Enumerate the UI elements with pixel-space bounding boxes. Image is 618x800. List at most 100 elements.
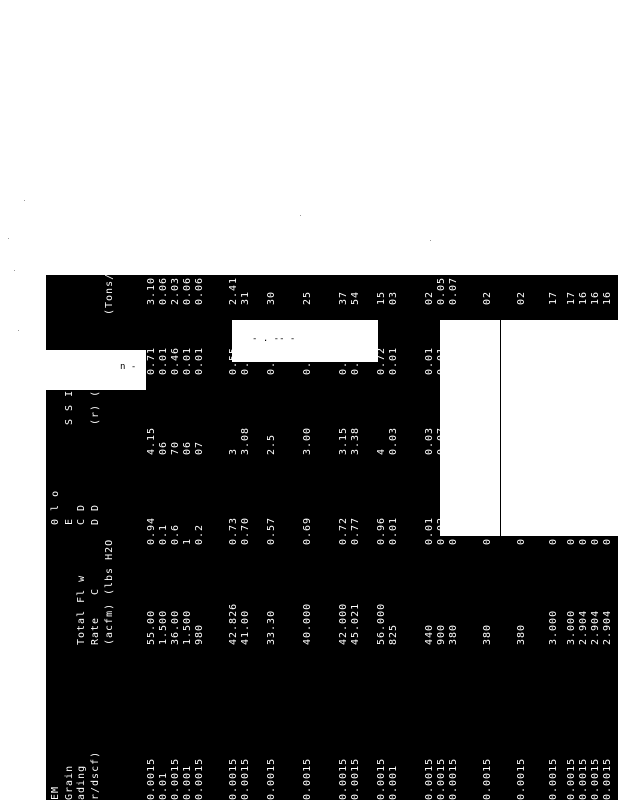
table-cell-grain: 0.0015 [566,757,577,800]
table-cell-flow: 56.000 [376,602,387,645]
table-cell-flow: 440 [424,623,435,645]
table-cell-c6: 17 [548,290,559,305]
table-cell-c5: 0.01 [424,346,435,375]
header-label: (acfm) [104,602,115,645]
scan-patch: n - [46,350,146,390]
table-cell-c6: 16 [602,290,613,305]
table-cell-flow: 980 [194,623,205,645]
table-cell-flow: 380 [516,623,527,645]
header-label: 0 l o [50,489,61,525]
table-cell-c3: 0.77 [350,516,361,545]
table-cell-grain: 0.0015 [436,757,447,800]
table-cell-c6: 2.03 [170,276,181,305]
table-cell-c4: 3.00 [302,426,313,455]
table-cell-grain: 0.0015 [266,757,277,800]
patch-text: n - [120,362,137,372]
table-cell-c6: 02 [424,290,435,305]
header-label: C D [76,503,87,525]
table-cell-c4: 70 [170,440,181,455]
table-cell-c3: 0.01 [424,516,435,545]
table-cell-flow: 380 [482,623,493,645]
table-cell-c6: 0.05 [436,276,447,305]
header-label: (Tons/yr) [104,251,115,315]
table-cell-grain: 0.0015 [424,757,435,800]
table-cell-flow: 1.500 [158,609,169,645]
table-cell-c6: 16 [578,290,589,305]
table-cell-grain: 0.0015 [350,757,361,800]
table-cell-c3: 0.94 [146,516,157,545]
table-cell-c4: 3.08 [240,426,251,455]
scan-noise [24,200,25,201]
table-cell-c3: 0.72 [338,516,349,545]
table-cell-c5: 0.71 [146,346,157,375]
table-cell-c5: 0.01 [388,346,399,375]
table-cell-c6: 16 [590,290,601,305]
header-label: Grain [64,764,75,800]
table-cell-c3: 0.70 [240,516,251,545]
table-cell-c4: 4 [376,447,387,455]
header-label: (lbs H2O [104,538,115,595]
table-cell-grain: 0.001 [182,764,193,800]
table-cell-c3: 0.01 [388,516,399,545]
table-cell-c3: 1 [182,537,193,545]
table-cell-grain: 0.0015 [146,757,157,800]
table-cell-c6: 25 [302,290,313,305]
table-cell-c4: 4.15 [146,426,157,455]
table-cell-grain: 0.0015 [170,757,181,800]
table-cell-flow: 2.904 [590,609,601,645]
table-cell-c4: 0.03 [424,426,435,455]
table-cell-c4: 06 [158,440,169,455]
table-cell-flow: 55.00 [146,609,157,645]
table-cell-c3: 0.2 [194,523,205,545]
table-cell-c6: 02 [482,290,493,305]
scan-patch [440,320,618,536]
table-cell-c4: 2.5 [266,433,277,455]
table-cell-c3: 0.57 [266,516,277,545]
header-label: C [90,587,101,595]
table-cell-c6: 02 [516,290,527,305]
table-cell-flow: 42.826 [228,602,239,645]
table-cell-c3: 0.73 [228,516,239,545]
header-label: E [64,517,75,525]
table-cell-c6: 54 [350,290,361,305]
table-cell-c6: 37 [338,290,349,305]
table-cell-c4: 3.15 [338,426,349,455]
table-cell-c5: 0.01 [158,346,169,375]
table-cell-c3: 0.6 [170,523,181,545]
table-cell-c6: 30 [266,290,277,305]
scan-noise [430,240,431,241]
table-cell-flow: 2.904 [602,609,613,645]
table-cell-c3: 0.96 [376,516,387,545]
table-cell-flow: 33.30 [266,609,277,645]
table-cell-c6: 0.06 [194,276,205,305]
table-cell-flow: 900 [436,623,447,645]
table-cell-flow: 36.00 [170,609,181,645]
table-cell-grain: 0.0015 [448,757,459,800]
table-cell-c4: 07 [194,440,205,455]
table-cell-c5: 0.01 [194,346,205,375]
table-cell-grain: 0.0015 [482,757,493,800]
table-cell-flow: 40.000 [302,602,313,645]
header-label: Total Fl w [76,574,87,645]
table-cell-grain: 0.0015 [548,757,559,800]
patch-text: - . -- - [252,334,296,344]
table-cell-c6: 17 [566,290,577,305]
table-cell-c5: 0.46 [170,346,181,375]
table-cell-flow: 380 [448,623,459,645]
table-cell-c6: 0.06 [182,276,193,305]
scan-noise [300,215,301,216]
table-cell-c4: 3 [228,447,239,455]
table-cell-c6: 0.07 [448,276,459,305]
header-label: D D [90,503,101,525]
table-cell-grain: 0.0015 [516,757,527,800]
table-cell-grain: 0.0015 [578,757,589,800]
header-label: Rate [90,616,101,645]
table-cell-grain: 0.0015 [376,757,387,800]
table-cell-grain: 0.01 [158,771,169,800]
table-cell-grain: 0.001 [388,764,399,800]
table-cell-flow: 825 [388,623,399,645]
table-cell-flow: 3.000 [548,609,559,645]
table-cell-c6: 03 [388,290,399,305]
table-cell-grain: 0.0015 [194,757,205,800]
table-cell-c6: 2.41 [228,276,239,305]
